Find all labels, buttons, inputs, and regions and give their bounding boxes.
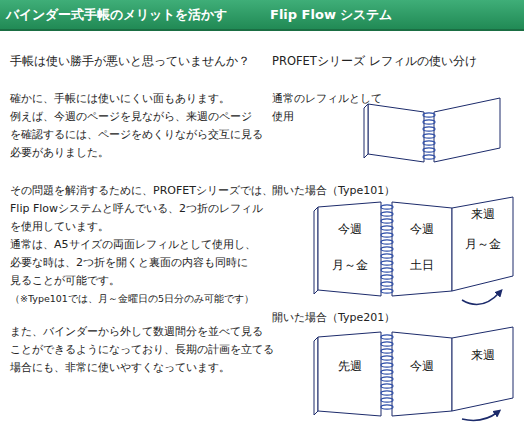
week-label: 今週 (337, 222, 363, 236)
refill-page: 今週土日 (394, 222, 450, 272)
body-text: 見ることが可能です。 (10, 274, 120, 287)
refill-page: 先週 (322, 356, 378, 376)
header-subtitle: Flip Flow システム (270, 7, 392, 23)
body-text: を使用しています。 (10, 220, 109, 233)
refill-page: 来週月～金 (456, 207, 510, 251)
lead-question: 手帳は使い勝手が悪いと思っていませんか？ (10, 55, 250, 69)
week-label: 来週 (470, 207, 496, 221)
body-text: Flip Flowシステムと呼んでいる、2つ折のレフィル (10, 202, 263, 215)
usage-label: 使用 (272, 110, 294, 123)
day-label: 月～金 (331, 258, 369, 272)
header-title: バインダー式手帳のメリットを活かす (6, 7, 227, 23)
body-text: 場合にも、非常に使いやすくなっています。 (10, 361, 230, 374)
body-text: 必要がありました。 (10, 146, 109, 159)
body-text: また、バインダーから外して数週間分を並べて見る (10, 325, 263, 338)
day-label: 土日 (409, 258, 435, 272)
section-heading: PROFETシリーズ レフィルの使い分け (272, 55, 477, 69)
usage-label: 開いた場合（Type201） (272, 311, 395, 324)
week-label: 来週 (470, 348, 496, 362)
body-text: 必要な時は、2つ折を開くと裏面の内容も同時に (10, 256, 248, 269)
week-label: 今週 (409, 359, 435, 373)
week-label: 先週 (337, 359, 363, 373)
day-label: 月～金 (464, 237, 502, 251)
refill-page: 来週 (456, 345, 510, 365)
note-text: （※Type101では、月～金曜日の5日分のみ可能です） (10, 293, 254, 304)
week-label: 今週 (409, 222, 435, 236)
usage-label: 開いた場合（Type101） (272, 184, 395, 197)
body-text: を確認するには、ページをめくりながら交互に見る (10, 128, 263, 141)
refill-page: 今週 (394, 356, 450, 376)
usage-label: 通常のレフィルとして (272, 92, 382, 105)
body-text: 確かに、手帳には使いにくい面もあります。 (10, 92, 230, 105)
body-text: 例えば、今週のページを見ながら、来週のページ (10, 110, 252, 123)
body-text: その問題を解消するために、PROFETシリーズでは、 (10, 184, 273, 197)
refill-page: 今週月～金 (322, 222, 378, 272)
body-text: ことができるようになっており、長期の計画を立てる (10, 343, 274, 356)
body-text: 通常は、A5サイズの両面レフィルとして使用し、 (10, 238, 256, 251)
